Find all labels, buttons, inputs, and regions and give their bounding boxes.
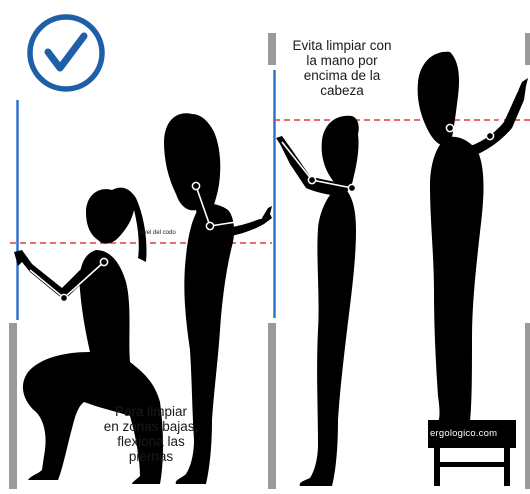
stool-hair-head (418, 52, 459, 147)
low-cleaning-caption: Para limpiar en zonas bajas, flexiona la… (92, 404, 210, 464)
reaching-hair-head (322, 116, 359, 188)
elbow-level-label: Nivel del codo (138, 230, 228, 237)
high-cleaning-caption: Evita limpiar con la mano por encima de … (278, 38, 406, 98)
stool-body (430, 137, 484, 422)
right-post-upper (525, 33, 530, 65)
right-post-lower (525, 323, 530, 489)
stool-rung (434, 462, 510, 467)
stool-figure (418, 52, 528, 422)
reaching-figure (276, 116, 359, 486)
left-post-lower (9, 323, 17, 489)
middle-post-lower (268, 323, 276, 489)
checkmark-circle-icon (30, 17, 102, 89)
watermark: ergologico.com (430, 428, 520, 439)
stool-arm (470, 78, 528, 156)
middle-post-upper (268, 33, 276, 65)
reaching-body (300, 184, 356, 486)
